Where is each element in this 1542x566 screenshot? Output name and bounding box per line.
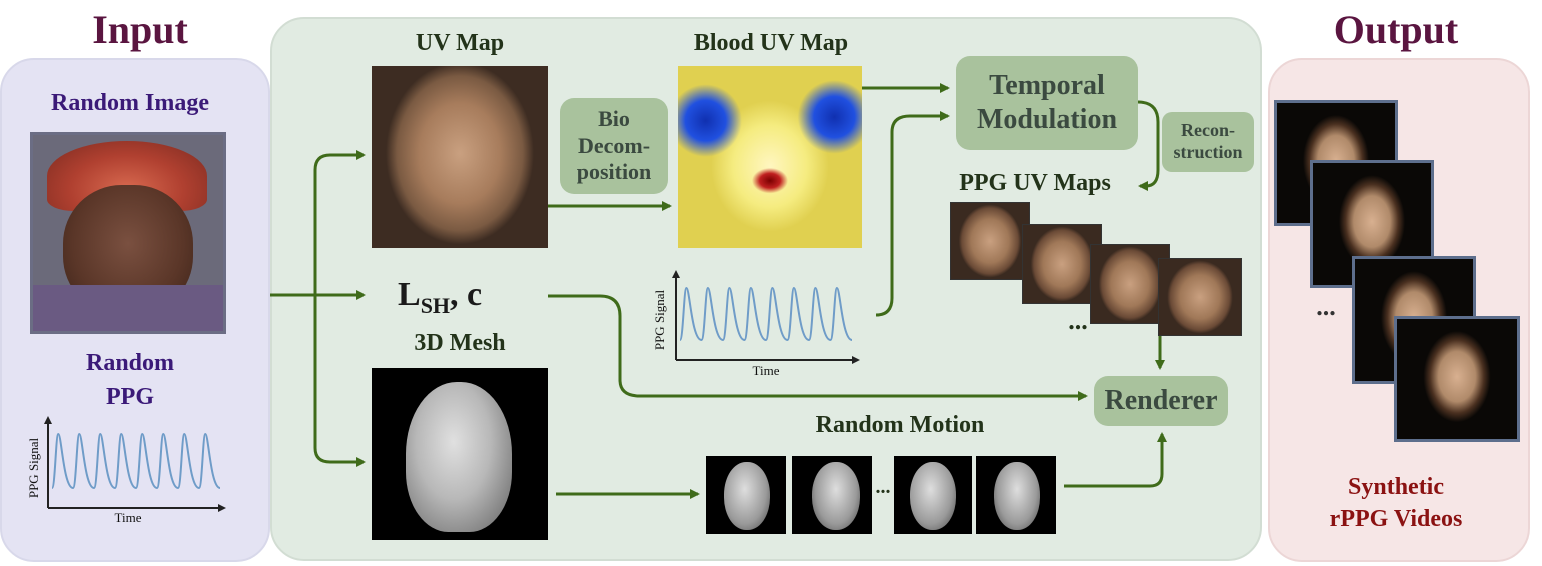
- blood-uv-map-image: [678, 66, 862, 248]
- bio-decomposition-line-3: position: [576, 159, 652, 185]
- ppg-uv-maps-ellipsis: ...: [1068, 306, 1088, 335]
- random-ppg-label-2: PPG: [106, 384, 154, 410]
- bio-decomposition-line-2: Decom-: [577, 132, 651, 158]
- output-label-line-1: Synthetic: [1348, 474, 1444, 500]
- reconstruction-line-2: struction: [1173, 142, 1243, 162]
- reconstruction-line-1: Recon-: [1181, 120, 1235, 141]
- arrow-motion-to-renderer: [1064, 432, 1167, 488]
- random-motion-label: Random Motion: [815, 412, 985, 438]
- bio-decomposition-box: Bio Decom- position: [560, 98, 668, 194]
- output-ellipsis: ...: [1316, 292, 1336, 321]
- reconstruction-box: Recon- struction: [1162, 112, 1254, 172]
- random-ppg-label-1: Random: [85, 350, 175, 376]
- uv-map-label: UV Map: [415, 30, 505, 56]
- temporal-modulation-line-2: Modulation: [976, 104, 1118, 135]
- ppg-uv-map-3: [1090, 244, 1170, 324]
- motion-frame-4: [976, 456, 1056, 534]
- input-title: Input: [92, 7, 188, 52]
- ppg-uv-maps-label: PPG UV Maps: [959, 170, 1111, 196]
- lighting-coefficients-label: LSH, c: [398, 276, 482, 319]
- lsh-sub: SH: [420, 292, 451, 318]
- temporal-modulation-line-1: Temporal: [989, 70, 1105, 102]
- output-frame-4: [1394, 316, 1520, 442]
- bio-decomposition-line-1: Bio: [598, 106, 630, 132]
- blood-uv-map-label: Blood UV Map: [693, 30, 849, 56]
- ppg-uv-map-2: [1022, 224, 1102, 304]
- motion-ellipsis: ...: [875, 476, 891, 498]
- output-label-line-2: rPPG Videos: [1329, 506, 1463, 532]
- output-title: Output: [1333, 7, 1459, 52]
- motion-frame-1: [706, 456, 786, 534]
- uv-map-image: [372, 66, 548, 248]
- arrow-lsh-to-renderer: [548, 294, 1088, 401]
- input-ppg-ylabel: PPG Signal: [26, 437, 41, 498]
- arrow-branch-to-mesh: [313, 295, 366, 467]
- temporal-modulation-box: Temporal Modulation: [956, 56, 1138, 150]
- lsh-suffix: , c: [450, 276, 483, 313]
- random-image: [30, 132, 226, 334]
- motion-frame-3: [894, 456, 972, 534]
- input-ppg-plot: PPG Signal Time: [26, 416, 226, 525]
- mesh-label: 3D Mesh: [414, 330, 506, 356]
- arrow-ppg-to-temporal: [875, 111, 950, 317]
- ppg-uv-map-1: [950, 202, 1030, 280]
- pipeline-ppg-plot: PPG Signal Time: [652, 270, 860, 378]
- motion-frame-2: [792, 456, 872, 534]
- pipeline-ppg-xlabel: Time: [753, 363, 780, 378]
- ppg-uv-map-4: [1158, 258, 1242, 336]
- mesh-image: [372, 368, 548, 540]
- renderer-box: Renderer: [1094, 376, 1228, 426]
- lsh-main: L: [398, 276, 421, 313]
- random-image-label: Random Image: [50, 90, 209, 116]
- pipeline-ppg-ylabel: PPG Signal: [652, 289, 667, 350]
- input-ppg-xlabel: Time: [115, 510, 142, 525]
- arrow-branch-to-uv: [313, 150, 366, 295]
- renderer-label: Renderer: [1104, 385, 1218, 417]
- arrow-temporal-to-ppgmaps: [1137, 100, 1160, 191]
